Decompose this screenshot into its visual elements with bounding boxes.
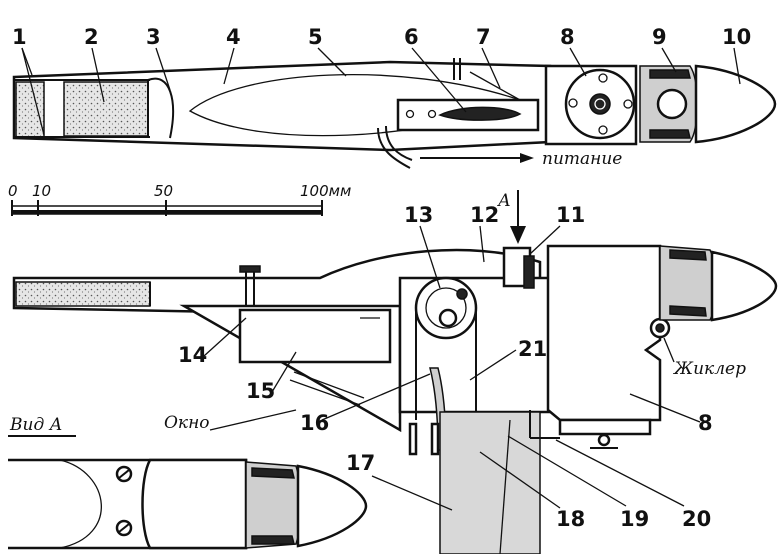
window-slot (289, 379, 361, 406)
top-labels: 1 2 3 4 5 6 7 8 9 10 питание (12, 25, 751, 169)
label-11: 11 (556, 203, 585, 227)
label-18: 18 (556, 507, 585, 531)
label-8: 8 (560, 25, 575, 49)
view-arrow-a (510, 226, 526, 244)
scale-bar: 0 10 50 100мм (8, 182, 351, 216)
label-3: 3 (146, 25, 161, 49)
label-10: 10 (722, 25, 751, 49)
arrow-a-label: А (497, 191, 511, 211)
label-14: 14 (178, 343, 207, 367)
label-2: 2 (84, 25, 99, 49)
label-5: 5 (308, 25, 323, 49)
pulley-13 (414, 276, 478, 340)
feed-caption: питание (542, 149, 622, 169)
label-9: 9 (652, 25, 667, 49)
top-view (12, 58, 777, 169)
label-16: 16 (300, 411, 329, 435)
label-13: 13 (404, 203, 433, 227)
balsa-insert-left (15, 81, 45, 138)
side-labels: А 13 12 11 14 15 Окно 16 21 Жиклер 8 17 … (164, 191, 746, 531)
view-a: Вид А (8, 415, 368, 550)
side-view (12, 190, 778, 554)
label-8-side: 8 (698, 411, 713, 435)
engine-8 (546, 244, 662, 422)
rib-3 (147, 77, 174, 139)
label-7: 7 (476, 25, 491, 49)
label-21: 21 (518, 337, 547, 361)
label-1: 1 (12, 25, 27, 49)
view-a-caption: Вид А (9, 415, 63, 435)
scale-10: 10 (32, 182, 51, 200)
scale-100: 100мм (300, 182, 351, 200)
spinner-10 (694, 64, 777, 144)
view-a-spinner (296, 464, 368, 548)
window-caption: Окно (164, 413, 210, 433)
jet-caption: Жиклер (673, 359, 746, 379)
label-6: 6 (404, 25, 419, 49)
balsa-side (15, 281, 151, 307)
fuel-line (377, 127, 411, 169)
label-12: 12 (470, 203, 499, 227)
label-20: 20 (682, 507, 711, 531)
scale-50: 50 (154, 182, 173, 200)
scale-0: 0 (8, 182, 18, 200)
balsa-insert-2 (63, 81, 149, 137)
label-4: 4 (226, 25, 241, 49)
label-17: 17 (346, 451, 375, 475)
spinner-side (710, 250, 778, 322)
label-15: 15 (246, 379, 275, 403)
label-19: 19 (620, 507, 649, 531)
